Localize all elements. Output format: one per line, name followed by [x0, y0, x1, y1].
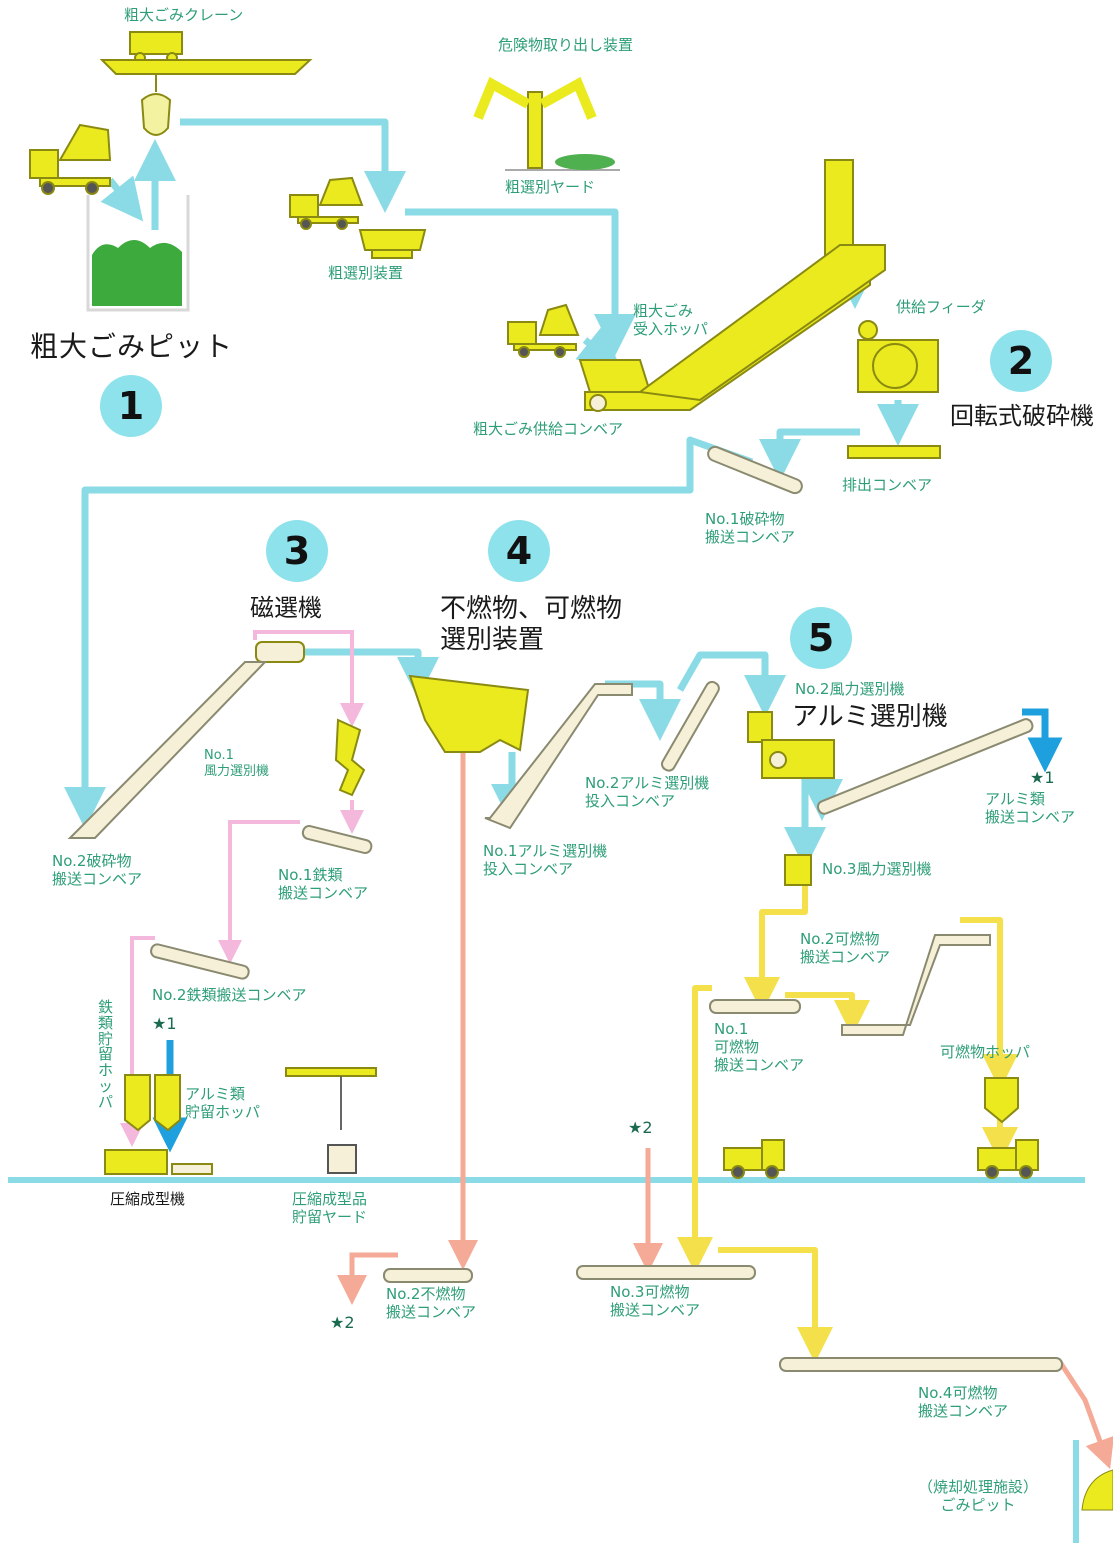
alu-conveyor [816, 718, 1034, 815]
crane-label: 粗大ごみクレーン [124, 6, 244, 24]
flow-no1comb-to-no2comb [785, 992, 870, 1036]
no2-iron-conveyor [150, 943, 250, 980]
step-5-badge: 5 [790, 607, 852, 669]
star2-marker-bottom: ★2 [330, 1313, 355, 1332]
rough-yard-label: 粗選別ヤード [505, 178, 596, 196]
no2-wind-label: No.2風力選別機 [795, 680, 905, 698]
flow-truck-to-hopper [575, 326, 622, 370]
no1-alu-input-label: No.1アルミ選別機 投入コンベア [483, 842, 608, 878]
flow-discharge-to-no1 [759, 428, 860, 481]
flow-iron2-to-hopper [120, 936, 155, 1147]
no2-iron-label: No.2鉄類搬送コンベア [152, 986, 307, 1004]
flow-no4-out [1057, 1360, 1113, 1470]
step-2-name: 回転式破砕機 [950, 402, 1094, 430]
hazard-removal-device [473, 76, 620, 171]
no2-alu-input-label: No.2アルミ選別機 投入コンベア [585, 774, 710, 810]
truck-comb-left [723, 1139, 785, 1179]
no2-noncomb-conveyor [383, 1268, 473, 1283]
bulky-crane [99, 31, 313, 136]
step-4-badge: 4 [488, 520, 550, 582]
flow-no1comb-to-no3 [677, 985, 713, 1273]
step-1-name: 粗大ごみピット [30, 330, 234, 363]
step-4-name: 不燃物、可燃物 選別装置 [440, 594, 623, 656]
no2-crushed-conveyor [67, 661, 268, 839]
no4-comb-conveyor [779, 1357, 1063, 1372]
truck-comb-right [977, 1139, 1039, 1179]
compact-yard-label: 圧縮成型品 貯留ヤード [292, 1190, 368, 1226]
discharge-conveyor-label: 排出コンベア [842, 476, 933, 494]
compactor-label: 圧縮成型機 [110, 1190, 186, 1208]
no1-comb-conveyor [709, 999, 801, 1014]
step-2-badge: 2 [990, 330, 1052, 392]
wind-separator-3-machine [784, 854, 812, 886]
comb-hopper-label: 可燃物ホッパ [940, 1043, 1031, 1061]
hazard-device-label: 危険物取り出し装置 [498, 36, 634, 54]
flow-no3-to-no4 [718, 1247, 833, 1363]
step-5-name: アルミ選別機 [792, 702, 948, 732]
wind-separator-1-machine [334, 718, 366, 797]
bulky-pit [86, 195, 190, 312]
no4-comb-label: No.4可燃物 搬送コンベア [918, 1384, 1009, 1420]
flow-wind3-down [744, 885, 808, 1013]
flow-iron1-to-iron2 [218, 820, 300, 964]
discharge-conveyor-machine [847, 445, 941, 459]
alu-hopper-label: アルミ類 貯留ホッパ [185, 1085, 261, 1121]
flow-noncomb-out [337, 1252, 398, 1305]
supply-conveyor-label: 粗大ごみ供給コンベア [473, 420, 624, 438]
flow-no1-to-no2 [64, 436, 754, 829]
no2-alu-input-conveyor [661, 680, 720, 772]
alu-hopper-machine [154, 1074, 181, 1132]
no1-alu-input-conveyor [484, 683, 633, 830]
wind-separator-2-machine [747, 711, 835, 779]
truck-pit [29, 123, 112, 195]
no1-crushed-conveyor [707, 445, 803, 495]
flow-no2alu-to-wind2 [676, 651, 786, 717]
truck-hopper [507, 303, 580, 358]
no2-noncomb-label: No.2不燃物 搬送コンベア [386, 1285, 477, 1321]
star2-marker-top: ★2 [628, 1118, 653, 1137]
step-3-name: 磁選機 [250, 594, 322, 622]
rotary-crusher-machine [857, 320, 939, 393]
flow-magnet-to-sorter [305, 648, 439, 699]
no3-comb-label: No.3可燃物 搬送コンベア [610, 1283, 701, 1319]
receiving-hopper-label: 粗大ごみ 受入ホッパ [633, 302, 709, 338]
no1-crushed-label: No.1破砕物 搬送コンベア [705, 510, 796, 546]
supply-conveyor-machine [578, 159, 886, 412]
iron-hopper-label: 鉄類貯留ホッパ [98, 998, 114, 1111]
star1-marker-hopper: ★1 [152, 1014, 177, 1033]
incineration-pit-label: （焼却処理施設） ごみピット [918, 1478, 1039, 1514]
no1-wind-label: No.1 風力選別機 [204, 748, 270, 779]
rough-sorter-device [358, 229, 427, 259]
noncomb-comb-sorter-machine [408, 674, 530, 753]
no2-comb-label: No.2可燃物 搬送コンベア [800, 930, 891, 966]
rough-sorter-label: 粗選別装置 [328, 264, 404, 282]
flow-magnet-iron [253, 630, 364, 727]
flow-sorter-to-hopper [405, 208, 636, 356]
no1-iron-conveyor [301, 825, 373, 855]
magnetic-separator-machine [255, 641, 305, 663]
iron-hopper-machine [124, 1074, 151, 1132]
compactor-machine [104, 1149, 213, 1175]
step-1-badge: 1 [100, 375, 162, 437]
truck-rough-sorter [289, 176, 364, 230]
incineration-pit [1073, 1440, 1113, 1543]
no2-comb-conveyor [841, 934, 991, 1036]
step-3-badge: 3 [266, 520, 328, 582]
compact-yard-hoist [285, 1067, 377, 1174]
supply-feeder-label: 供給フィーダ [896, 298, 986, 316]
alu-conveyor-label: アルミ類 搬送コンベア [985, 790, 1076, 826]
flow-no2comb-to-hopper [960, 917, 1018, 1090]
no3-comb-conveyor [576, 1265, 756, 1280]
no1-comb-label: No.1 可燃物 搬送コンベア [714, 1020, 805, 1074]
flow-truck-to-pit [100, 175, 144, 222]
no1-iron-label: No.1鉄類 搬送コンベア [278, 866, 369, 902]
flow-crane-to-sorter [180, 118, 406, 213]
no3-wind-label: No.3風力選別機 [822, 860, 932, 878]
no2-crushed-label: No.2破砕物 搬送コンベア [52, 852, 143, 888]
comb-hopper-machine [984, 1077, 1019, 1124]
star1-marker-alu: ★1 [1030, 768, 1055, 787]
flow-alu-conveyor-drop [1022, 708, 1063, 773]
